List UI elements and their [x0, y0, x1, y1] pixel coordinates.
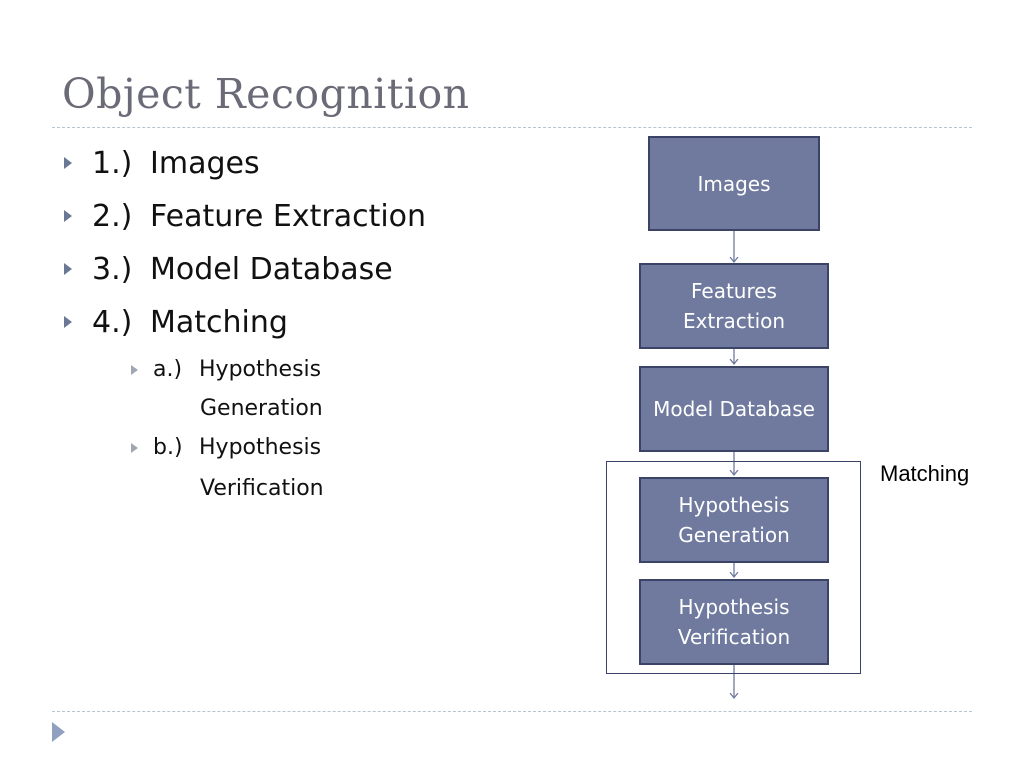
bullet-text: Images	[150, 146, 260, 181]
box-line: Model Database	[653, 397, 815, 421]
bullet-arrow-icon	[64, 157, 72, 169]
bullet-text: Matching	[150, 305, 288, 340]
bullet-matching: 4.) Matching	[64, 305, 288, 340]
box-hypothesis-verification: Hypothesis Verification	[639, 579, 829, 665]
bullet-number: 3.)	[92, 252, 133, 287]
bullet-images: 1.) Images	[64, 146, 260, 181]
bullet-model-database: 3.) Model Database	[64, 252, 393, 287]
title-divider	[52, 127, 972, 128]
box-hypothesis-generation: Hypothesis Generation	[639, 477, 829, 563]
matching-group-box	[606, 461, 861, 674]
sub-bullet-number: a.)	[153, 357, 183, 382]
bullet-number: 2.)	[92, 199, 133, 234]
sub-bullet-text: Hypothesis	[199, 357, 322, 382]
box-line: Generation	[678, 523, 790, 547]
sub-bullet-continuation: Verification	[200, 476, 324, 501]
footer-divider	[52, 711, 972, 712]
sub-bullet-continuation: Generation	[200, 396, 323, 421]
box-line: Extraction	[682, 309, 786, 333]
box-model-database: Model Database	[639, 366, 829, 452]
box-line: Hypothesis	[678, 493, 790, 517]
sub-bullet-text: Hypothesis	[199, 435, 322, 460]
box-features-extraction: Features Extraction	[639, 263, 829, 349]
bullet-feature-extraction: 2.) Feature Extraction	[64, 199, 427, 234]
slide-title: Object Recognition	[62, 70, 470, 118]
sub-bullet-hypothesis-verification: b.) Hypothesis	[131, 435, 322, 460]
sub-bullet-arrow-icon	[131, 365, 138, 375]
sub-bullet-arrow-icon	[131, 443, 138, 453]
box-line: Images	[697, 171, 771, 196]
sub-bullet-hypothesis-generation: a.) Hypothesis	[131, 357, 322, 382]
play-triangle-icon[interactable]	[52, 722, 65, 742]
box-line: Features	[690, 279, 777, 303]
bullet-text: Model Database	[150, 252, 393, 287]
box-line: Verification	[677, 625, 791, 649]
bullet-number: 4.)	[92, 305, 133, 340]
box-images: Images	[648, 136, 820, 231]
bullet-number: 1.)	[92, 146, 133, 181]
box-line: Hypothesis	[678, 595, 790, 619]
bullet-arrow-icon	[64, 316, 72, 328]
bullet-arrow-icon	[64, 263, 72, 275]
sub-bullet-number: b.)	[153, 435, 183, 460]
bullet-text: Feature Extraction	[150, 199, 427, 234]
bullet-arrow-icon	[64, 210, 72, 222]
matching-group-label: Matching	[880, 461, 970, 486]
